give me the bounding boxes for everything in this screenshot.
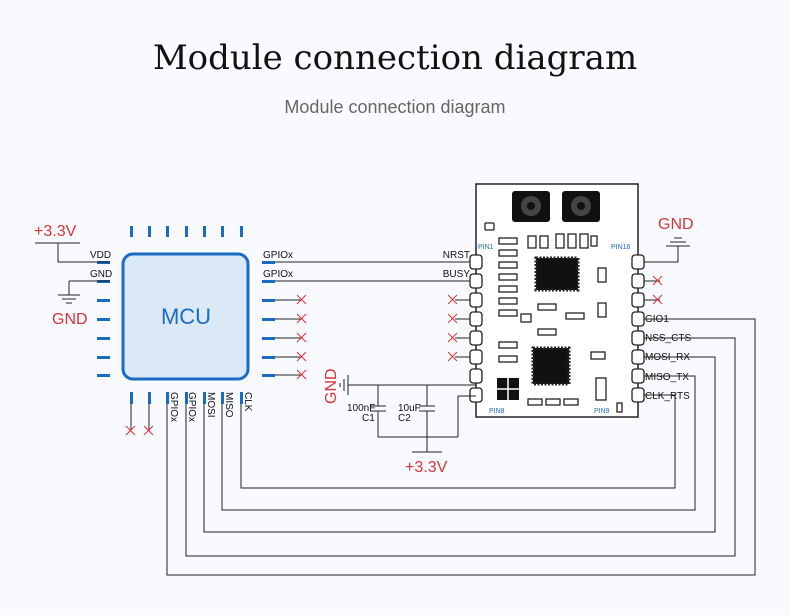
pin1-marker: PIN1 [478,244,494,251]
module-left-nc [447,294,470,362]
wire-mosi [203,356,716,533]
module-pin-miso-tx: MISO_TX [645,372,689,383]
c2-ref: C2 [398,413,411,424]
diagram-title: Module connection diagram [152,38,638,78]
pin9-marker: PIN9 [594,408,610,415]
wire-gio1 [166,318,756,576]
module-pin-clk-rts: CLK_RTS [645,391,690,402]
wire-clk [240,394,676,489]
rf-module [469,183,645,418]
vdd-left-label: +3.3V [34,223,77,240]
cap-network [362,384,476,453]
mcu-chip: MCU [97,226,275,404]
mcu-pin-gpiox-busy: GPIOx [263,269,293,280]
c1-value: 100nF [347,403,375,414]
mcu-nc-markers [275,294,307,380]
mcu-bottom-nc [125,404,154,436]
mcu-pin-miso: MISO [223,392,234,418]
mcu-pin-mosi: MOSI [205,392,216,418]
pin8-marker: PIN8 [489,408,505,415]
spi-routing [166,318,756,576]
module-right-nc [644,275,663,305]
vdd-bottom-label: +3.3V [405,459,448,476]
mcu-label: MCU [161,304,211,329]
gnd-right-label: GND [658,216,694,233]
gnd-caps-label: GND [323,368,340,404]
module-pin-nrst: NRST [443,250,470,261]
pin16-marker: PIN16 [611,244,631,251]
mcu-pin-gpiox-b: GPIOx [186,392,197,422]
mcu-pin-gpiox-nrst: GPIOx [263,250,293,261]
module-pin-busy: BUSY [443,269,471,280]
wire-miso [221,375,696,511]
mcu-pin-gpiox-a: GPIOx [168,392,179,422]
gnd-right-symbol [644,237,690,263]
vdd-left-symbol [35,242,110,263]
gnd-left-symbol [58,280,110,304]
mcu-pin-vdd: VDD [90,250,111,261]
gnd-left-label: GND [52,311,88,328]
gnd-caps-symbol [339,375,362,395]
mcu-pin-gnd: GND [90,269,112,280]
c1-ref: C1 [362,413,375,424]
mcu-pin-clk: CLK [242,392,253,412]
c2-value: 10uF [398,403,421,414]
diagram-subtitle: Module connection diagram [284,97,506,117]
wire-nss [185,337,736,557]
